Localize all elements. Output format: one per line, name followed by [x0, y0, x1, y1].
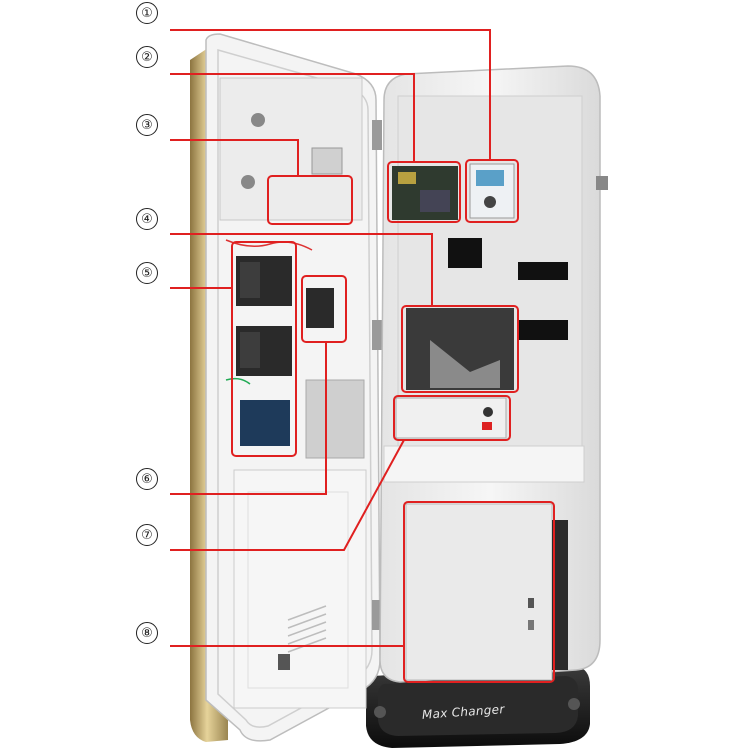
callout-box-2 [387, 161, 461, 223]
cabinet-door [190, 33, 382, 742]
marker-6: ⑥ [136, 468, 158, 490]
leader-line-3 [170, 139, 299, 176]
callout-boxes [231, 159, 555, 683]
cabinet-body [379, 65, 608, 683]
leader-lines [170, 29, 491, 647]
marker-3: ③ [136, 114, 158, 136]
leader-line-7 [170, 439, 405, 551]
callout-box-6 [301, 275, 347, 343]
leader-line-6 [170, 342, 327, 495]
marker-5: ⑤ [136, 262, 158, 284]
leader-line-1 [170, 29, 491, 160]
callout-box-5 [231, 241, 297, 457]
marker-7: ⑦ [136, 524, 158, 546]
marker-8: ⑧ [136, 622, 158, 644]
callout-box-4 [401, 305, 519, 393]
leader-line-4 [170, 233, 433, 306]
callout-box-1 [465, 159, 519, 223]
marker-1: ① [136, 2, 158, 24]
callout-box-3 [267, 175, 353, 225]
marker-2: ② [136, 46, 158, 68]
marker-4: ④ [136, 208, 158, 230]
leader-line-2 [170, 73, 415, 162]
callout-box-7 [393, 395, 511, 441]
base-plinth [366, 666, 590, 748]
callout-box-8 [403, 501, 555, 683]
